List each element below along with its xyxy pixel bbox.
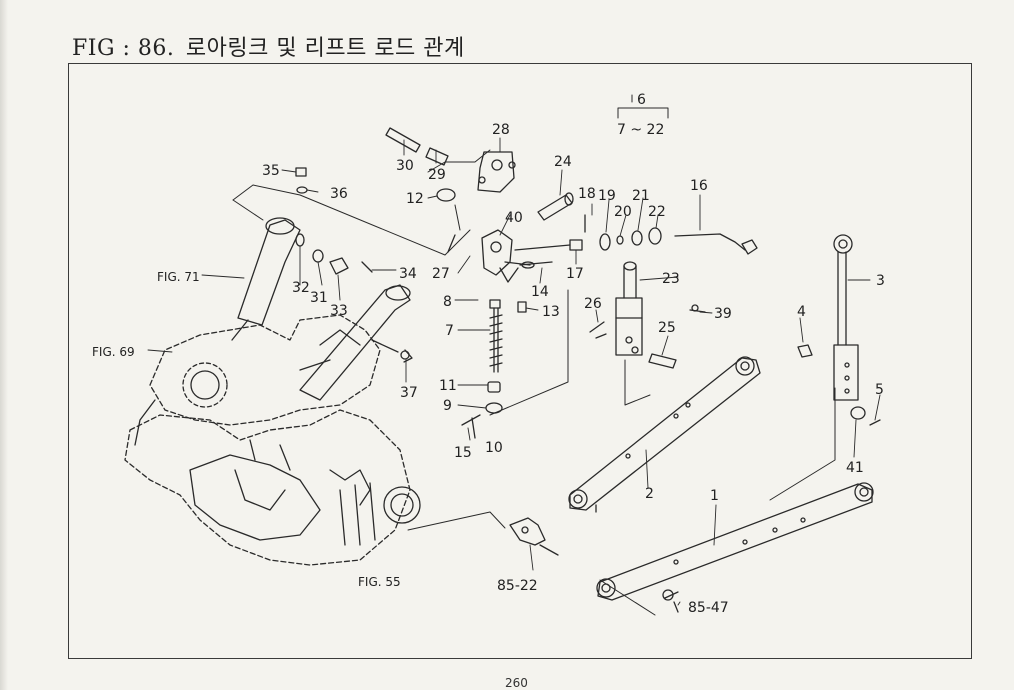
callout-32: 32	[292, 280, 310, 296]
callout-14: 14	[531, 284, 549, 300]
pin-14	[519, 261, 553, 269]
callout-26: 26	[584, 296, 602, 312]
figref-69: FIG. 69	[92, 345, 135, 359]
callout-35: 35	[262, 163, 280, 179]
callout-11: 11	[439, 378, 457, 394]
threaded-rod-7	[489, 299, 503, 373]
callout-12: 12	[406, 191, 424, 207]
callout-41: 41	[846, 460, 864, 476]
callout-leaders	[147, 137, 881, 606]
bracket-28	[477, 151, 516, 193]
grip-24	[537, 192, 574, 221]
callout-29: 29	[428, 167, 446, 183]
pin-85-47	[662, 589, 679, 613]
nut-stack	[461, 381, 503, 439]
callout-1: 1	[710, 488, 719, 504]
callout-30: 30	[396, 158, 414, 174]
callout-18: 18	[578, 186, 596, 202]
callout-13: 13	[542, 304, 560, 320]
figref-55: FIG. 55	[358, 575, 401, 589]
figure-caption: 로아링크 및 리프트 로드 관계	[185, 36, 465, 61]
page-number: 260	[505, 676, 528, 690]
figref-71: FIG. 71	[157, 270, 200, 284]
callout-24: 24	[554, 154, 572, 170]
callout-6: 6	[637, 92, 646, 108]
callout-23: 23	[662, 271, 680, 287]
lever-assembly	[481, 229, 531, 313]
scan-margin	[0, 0, 8, 690]
bracket-85-22	[509, 517, 559, 556]
callout-15: 15	[454, 445, 472, 461]
callout-labels: 6 7 ~ 22 28 30 29 24 18 19 21 20 22 16 3…	[92, 92, 885, 616]
callout-25: 25	[658, 320, 676, 336]
callout-21: 21	[632, 188, 650, 204]
lift-arm	[231, 217, 301, 341]
lower-link-2	[568, 356, 761, 513]
lift-rod-3	[833, 234, 881, 426]
callout-7: 7	[445, 323, 454, 339]
callout-31: 31	[310, 290, 328, 306]
group-leaders	[232, 94, 836, 616]
callout-8: 8	[443, 294, 452, 310]
callout-10: 10	[485, 440, 503, 456]
washer-set	[514, 214, 758, 255]
lower-link-1	[596, 482, 874, 601]
diagram-frame	[68, 63, 972, 659]
callout-33: 33	[330, 303, 348, 319]
callout-4: 4	[797, 304, 806, 320]
lift-shaft	[299, 284, 411, 401]
callout-17: 17	[566, 266, 584, 282]
callout-28: 28	[492, 122, 510, 138]
figure-title: FIG : 86. 로아링크 및 리프트 로드 관계	[72, 30, 465, 62]
rod-30	[385, 127, 449, 166]
callout-16: 16	[690, 178, 708, 194]
callout-2: 2	[645, 486, 654, 502]
callout-9: 9	[443, 398, 452, 414]
callout-27: 27	[432, 266, 450, 282]
callout-37: 37	[400, 385, 418, 401]
small-parts	[295, 167, 456, 363]
callout-36: 36	[330, 186, 348, 202]
callout-85-22: 85-22	[497, 578, 538, 594]
callout-3: 3	[876, 273, 885, 289]
callout-22: 22	[648, 204, 666, 220]
transmission-housing	[124, 314, 421, 566]
figure-number: FIG : 86.	[72, 36, 175, 61]
callout-19: 19	[598, 188, 616, 204]
callout-20: 20	[614, 204, 632, 220]
callout-39: 39	[714, 306, 732, 322]
callout-85-47: 85-47	[688, 600, 729, 616]
callout-40: 40	[505, 210, 523, 226]
pin-4	[797, 344, 813, 358]
callout-5: 5	[875, 382, 884, 398]
callout-7-22: 7 ~ 22	[617, 122, 664, 138]
lift-rod-column	[589, 261, 706, 369]
callout-34: 34	[399, 266, 417, 282]
